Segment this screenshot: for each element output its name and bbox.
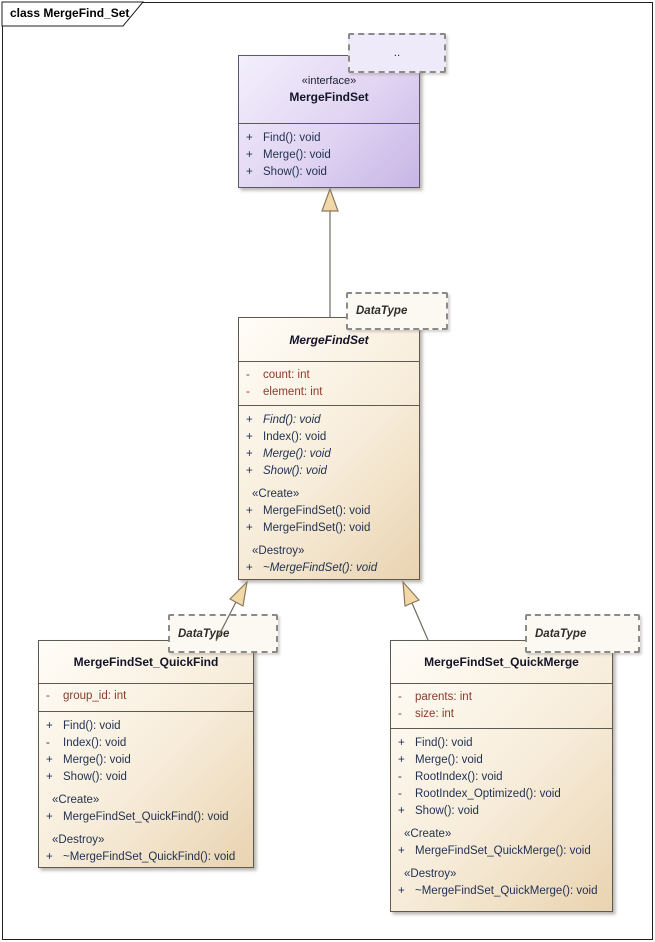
- operation-row: + MergeFindSet_QuickFind(): void: [46, 811, 229, 823]
- create-stereotype-label: «Create»: [404, 828, 452, 840]
- name-compartment: MergeFindSet_QuickFind: [39, 641, 253, 683]
- operations-compartment: + Find(): void - Index(): void + Merge()…: [39, 711, 253, 867]
- class-name: MergeFindSet: [289, 90, 369, 104]
- name-compartment: MergeFindSet_QuickMerge: [391, 641, 612, 683]
- attributes-compartment: - parents: int - size: int: [391, 683, 612, 728]
- class-box-mergefindset-quickmerge[interactable]: MergeFindSet_QuickMerge - parents: int -…: [390, 640, 613, 912]
- attribute-row: - element: int: [246, 386, 323, 398]
- template-param-box-quickmerge[interactable]: DataType: [525, 614, 640, 653]
- attribute-row: - size: int: [398, 708, 454, 720]
- operations-compartment: + Find(): void + Merge(): void + Show():…: [239, 123, 419, 187]
- operation-row: + Show(): void: [46, 771, 127, 783]
- class-name: MergeFindSet: [289, 332, 369, 347]
- operation-row: + ~MergeFindSet(): void: [246, 562, 378, 574]
- attributes-compartment: - count: int - element: int: [239, 361, 419, 405]
- class-name: MergeFindSet_QuickMerge: [424, 655, 579, 669]
- destroy-stereotype-label: «Destroy»: [52, 834, 105, 846]
- operation-row: + Merge(): void: [246, 149, 331, 161]
- operation-row: + ~MergeFindSet_QuickFind(): void: [46, 851, 236, 863]
- operation-row: - Index(): void: [46, 737, 127, 749]
- attribute-row: - count: int: [246, 369, 310, 381]
- class-name: MergeFindSet_QuickFind: [73, 655, 219, 669]
- template-param-box-quickfind[interactable]: DataType: [168, 614, 278, 653]
- operation-row: + Index(): void: [246, 431, 327, 443]
- operation-row: + MergeFindSet_QuickMerge(): void: [398, 845, 591, 857]
- operation-row: + Show(): void: [246, 465, 327, 477]
- operation-row: + Merge(): void: [46, 754, 131, 766]
- operation-row: + Find(): void: [46, 720, 121, 732]
- operations-compartment: + Find(): void + Merge(): void - RootInd…: [391, 728, 612, 911]
- class-box-mergefindset[interactable]: MergeFindSet - count: int - element: int…: [238, 317, 420, 580]
- operation-row: + Find(): void: [398, 737, 473, 749]
- stereotype-label: «interface»: [301, 75, 357, 87]
- destroy-stereotype-label: «Destroy»: [404, 868, 457, 880]
- operation-row: + Merge(): void: [246, 448, 331, 460]
- class-box-interface-mergefindset[interactable]: «interface» MergeFindSet + Find(): void …: [238, 55, 420, 188]
- name-compartment: «interface» MergeFindSet: [239, 56, 419, 123]
- operation-row: + MergeFindSet(): void: [246, 522, 371, 534]
- operation-row: + Show(): void: [246, 166, 327, 178]
- class-box-mergefindset-quickfind[interactable]: MergeFindSet_QuickFind - group_id: int +…: [38, 640, 254, 868]
- attribute-row: - parents: int: [398, 691, 472, 703]
- create-stereotype-label: «Create»: [252, 488, 300, 500]
- operation-row: + Find(): void: [246, 132, 321, 144]
- name-compartment: MergeFindSet: [239, 318, 419, 361]
- template-param-box-interface[interactable]: ..: [348, 33, 446, 73]
- create-stereotype-label: «Create»: [52, 794, 100, 806]
- operation-row: + Find(): void: [246, 414, 321, 426]
- template-param-box-base[interactable]: DataType: [346, 292, 448, 330]
- operation-row: - RootIndex_Optimized(): void: [398, 788, 561, 800]
- operations-compartment: + Find(): void + Index(): void + Merge()…: [239, 405, 419, 579]
- template-param-label: DataType: [356, 305, 408, 317]
- operation-row: + ~MergeFindSet_QuickMerge(): void: [398, 885, 598, 897]
- operation-row: + Show(): void: [398, 805, 479, 817]
- attributes-compartment: - group_id: int: [39, 683, 253, 711]
- destroy-stereotype-label: «Destroy»: [252, 545, 305, 557]
- template-param-label: DataType: [535, 627, 587, 640]
- attribute-row: - group_id: int: [46, 690, 127, 702]
- operation-row: + Merge(): void: [398, 754, 483, 766]
- template-param-label: DataType: [178, 627, 230, 640]
- operation-row: + MergeFindSet(): void: [246, 505, 371, 517]
- template-param-label: ..: [393, 47, 401, 59]
- frame-title: class MergeFind_Set: [10, 6, 130, 20]
- operation-row: - RootIndex(): void: [398, 771, 503, 783]
